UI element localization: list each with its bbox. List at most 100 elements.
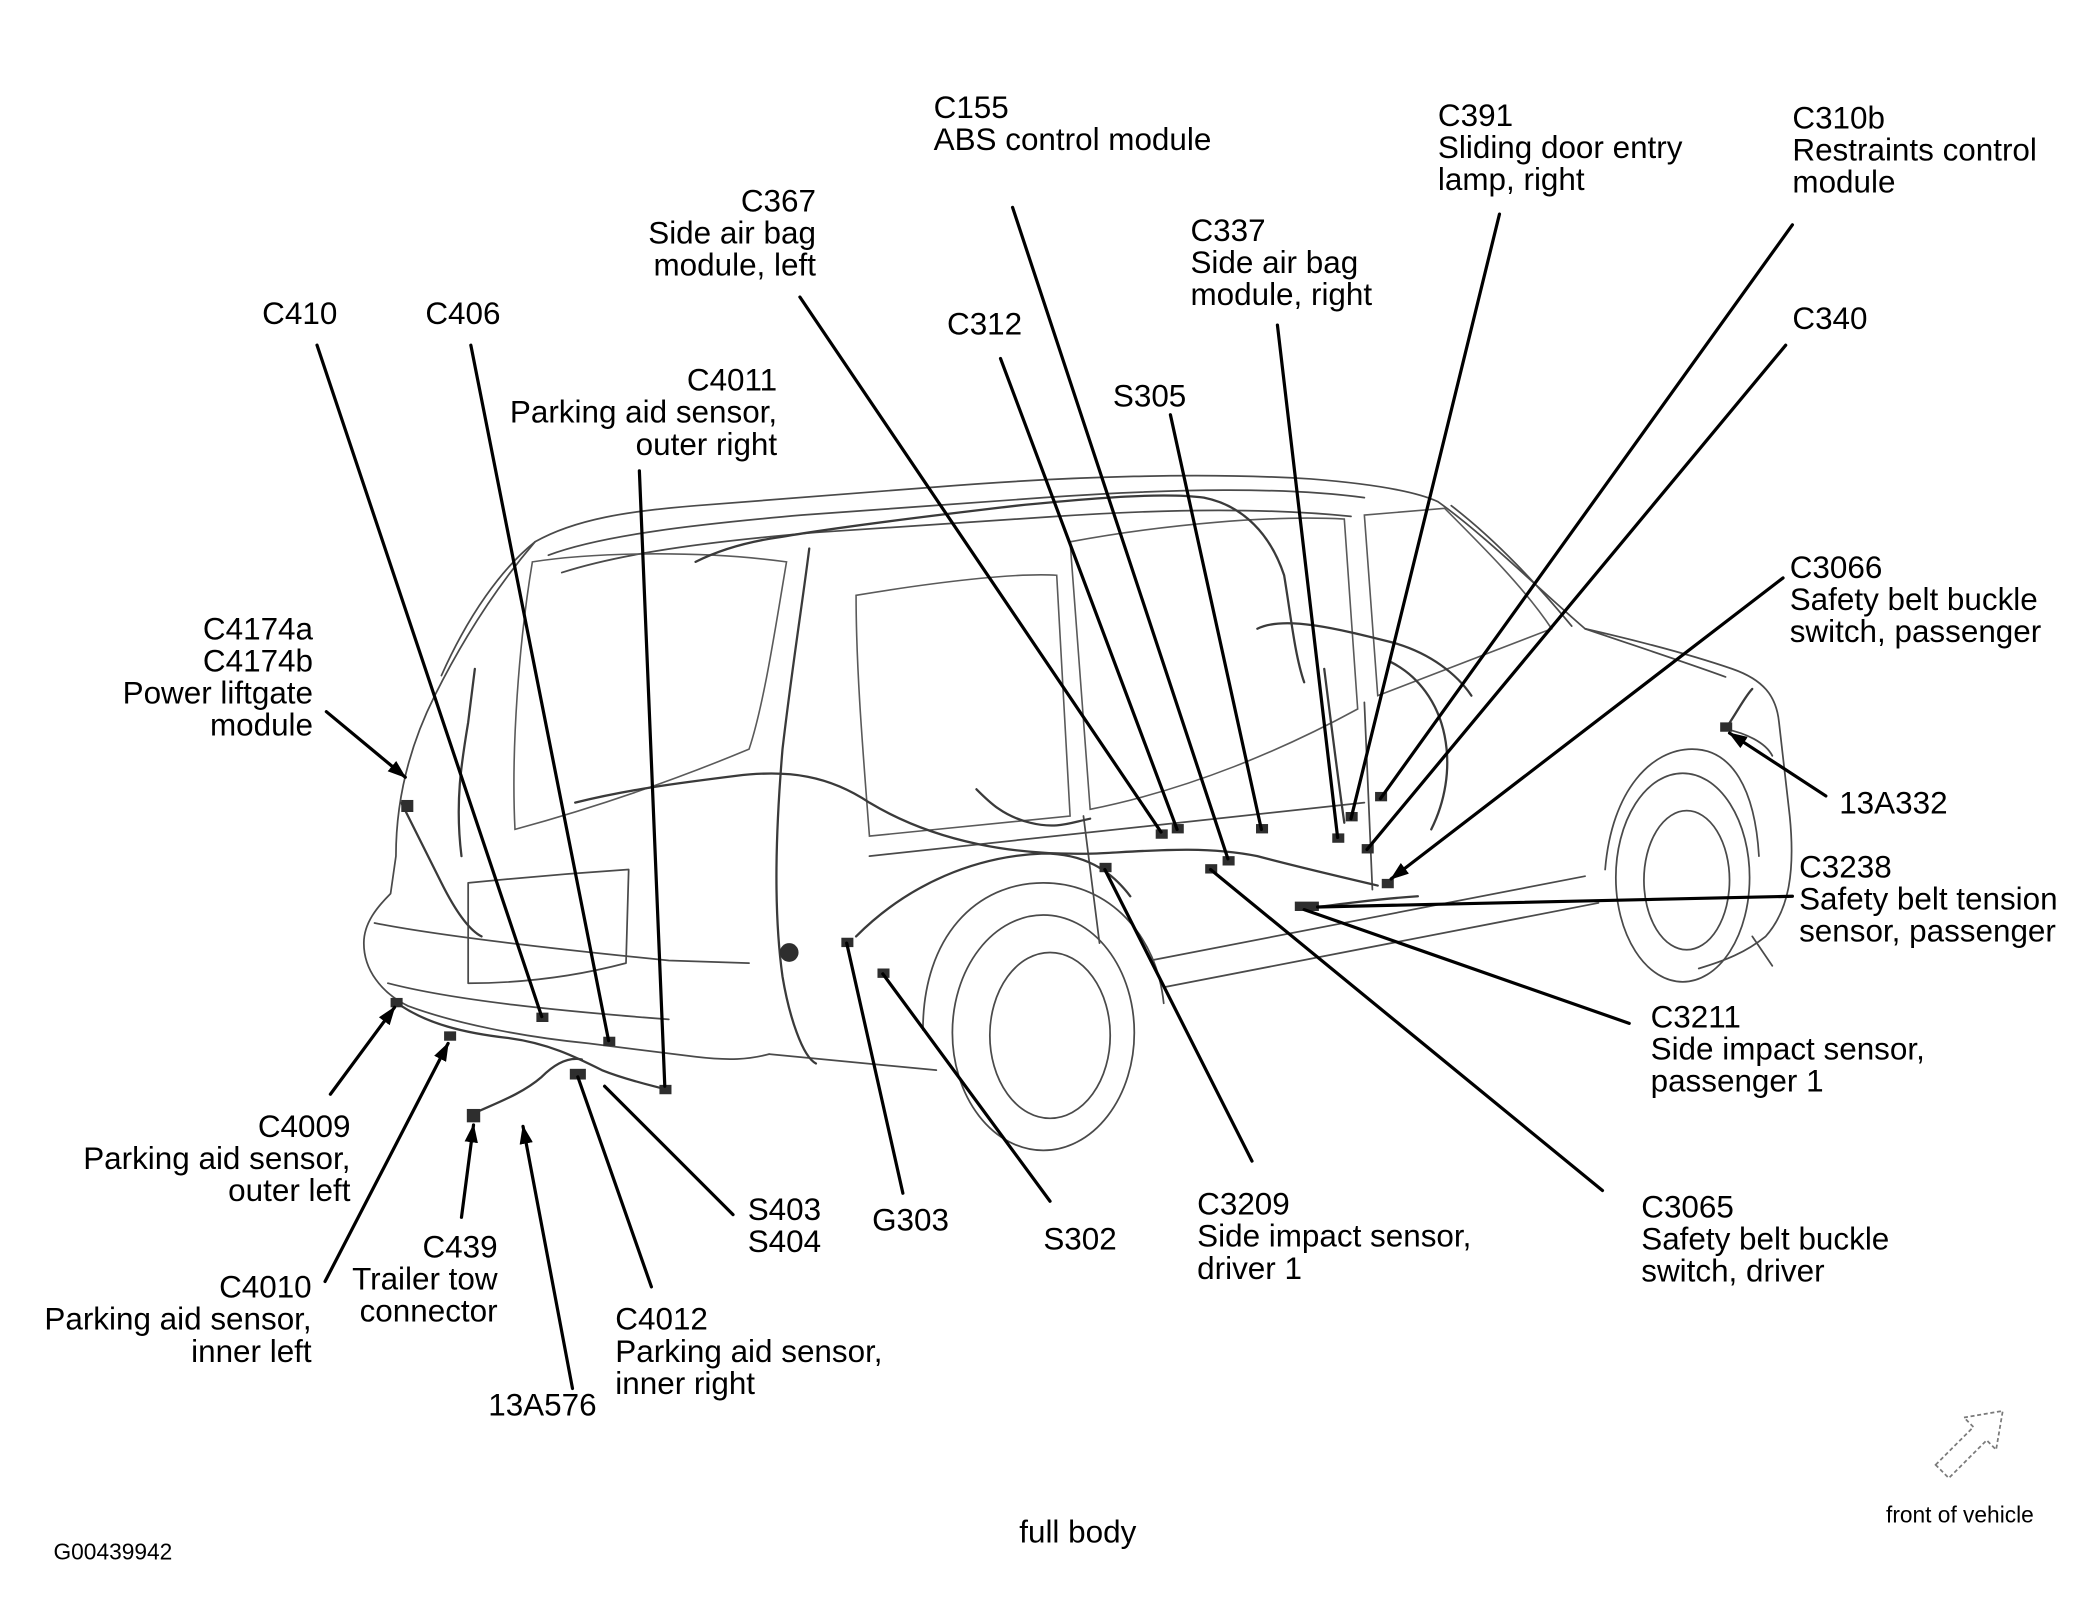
connector <box>1155 829 1168 839</box>
callout-c391-desc-2: lamp, right <box>1438 162 1585 197</box>
front-tire <box>1614 772 1751 983</box>
leader-line-c406 <box>469 343 611 1043</box>
roof-rail <box>547 489 1366 557</box>
callout-c4012: C4012 Parking aid sensor, inner right <box>576 1075 883 1401</box>
callout-c391-code: C391 <box>1438 98 1513 133</box>
callout-c4011-desc-1: Parking aid sensor, <box>510 395 777 430</box>
leader-line-s305 <box>1168 413 1263 831</box>
console-harness <box>1389 661 1449 831</box>
liftgate-harness-upper <box>457 667 476 858</box>
callout-c439-desc-2: connector <box>360 1294 498 1329</box>
windshield-edge <box>1450 504 1573 627</box>
callout-c367-desc-1: Side air bag <box>648 216 816 251</box>
front-indicator-label: front of vehicle <box>1886 1501 2034 1527</box>
callout-c4010-code: C4010 <box>219 1270 312 1305</box>
callout-13a576: 13A576 <box>488 1124 597 1422</box>
leader-line-c155 <box>1010 205 1230 861</box>
callout-c4012-desc-2: inner right <box>615 1366 755 1401</box>
callout-s404-code: S404 <box>748 1224 821 1259</box>
callout-c3066: C3066 Safety belt buckle switch, passeng… <box>1389 550 2041 881</box>
callout-13a332-code: 13A332 <box>1839 785 1947 820</box>
callout-c4174: C4174a C4174b Power liftgate module <box>123 611 407 779</box>
callout-c3209-desc-2: driver 1 <box>1197 1251 1302 1286</box>
connector <box>779 943 799 962</box>
callout-c3065-desc-2: switch, driver <box>1641 1254 1824 1289</box>
license-plate-recess <box>467 868 630 985</box>
quarter-window <box>855 573 1071 837</box>
connector <box>390 997 403 1008</box>
callout-c155-desc-1: ABS control module <box>934 122 1212 157</box>
callout-c312: C312 <box>947 306 1179 831</box>
callout-c4010-desc-1: Parking aid sensor, <box>44 1302 311 1337</box>
leader-line-c391 <box>1349 212 1502 821</box>
front-seat-harness <box>1256 622 1473 697</box>
callout-13a332: 13A332 <box>1727 731 1948 820</box>
callout-c4011-desc-2: outer right <box>636 427 778 462</box>
leader-line-c439 <box>459 1123 478 1219</box>
callout-c439-code: C439 <box>422 1229 497 1264</box>
callout-c4012-desc-1: Parking aid sensor, <box>615 1334 882 1369</box>
leader-line-c4012 <box>576 1075 654 1289</box>
front-wheel-rim <box>1643 809 1731 951</box>
leader-line-13a576 <box>519 1124 575 1391</box>
callout-s305: S305 <box>1113 379 1263 831</box>
callout-s302: S302 <box>881 972 1117 1256</box>
front-arrow-icon <box>1934 1409 2004 1480</box>
callout-13a576-code: 13A576 <box>488 1387 596 1422</box>
callout-s403-s404: S403 S404 <box>602 1084 821 1259</box>
wiring-harness <box>400 494 1754 1115</box>
liftgate-harness-lower <box>400 801 483 938</box>
callout-c3238-desc-2: sensor, passenger <box>1799 914 2056 949</box>
leader-line-g303 <box>845 941 905 1195</box>
connector <box>1294 901 1319 911</box>
connector <box>401 799 414 812</box>
vehicle-liftgate-outline <box>362 540 770 1060</box>
leader-line-c4011 <box>637 469 667 1088</box>
callout-c155: C155 ABS control module <box>934 90 1230 861</box>
callout-c410-code: C410 <box>262 296 337 331</box>
leader-line-c4009 <box>328 1005 397 1096</box>
leader-line-s302 <box>881 972 1052 1203</box>
callout-c4012-code: C4012 <box>615 1302 708 1337</box>
callout-s302-code: S302 <box>1043 1221 1116 1256</box>
callout-c4011-code: C4011 <box>687 363 777 398</box>
leader-line-s403-s404 <box>602 1084 735 1217</box>
rear-bumper-lower <box>387 982 670 1021</box>
callout-s403-code: S403 <box>748 1192 821 1227</box>
callout-c3238: C3238 Safety belt tension sensor, passen… <box>1315 850 2058 949</box>
callout-c337-desc-1: Side air bag <box>1190 245 1358 280</box>
callout-c4174-code-b: C4174b <box>203 644 313 679</box>
callout-g303-code: G303 <box>872 1203 949 1238</box>
callout-c310b-code: C310b <box>1792 100 1885 135</box>
connector <box>569 1068 586 1080</box>
callout-c367: C367 Side air bag module, left <box>648 183 1163 834</box>
callout-g303: G303 <box>845 941 949 1238</box>
leader-line-c312 <box>998 356 1179 831</box>
callout-c3211: C3211 Side impact sensor, passenger 1 <box>1302 908 1925 1099</box>
callout-c3238-code: C3238 <box>1799 850 1892 885</box>
callout-c367-code: C367 <box>741 183 816 218</box>
connector <box>466 1108 481 1123</box>
rear-lower-body <box>768 1053 938 1072</box>
callout-c4174-code-a: C4174a <box>203 611 314 646</box>
callout-c155-code: C155 <box>934 90 1009 125</box>
diagram-caption: full body <box>1019 1514 1136 1549</box>
callout-s305-code: S305 <box>1113 379 1186 414</box>
trailer-tow-harness <box>473 1057 583 1115</box>
callout-c312-code: C312 <box>947 306 1022 341</box>
callout-c3065-desc-1: Safety belt buckle <box>1641 1221 1889 1256</box>
vehicle-roof-and-front-outline <box>440 474 1793 970</box>
callout-c439: C439 Trailer tow connector <box>352 1123 498 1329</box>
rear-window <box>513 553 788 831</box>
leader-line-c4010 <box>323 1041 450 1284</box>
connector <box>1099 862 1112 873</box>
callout-c4010: C4010 Parking aid sensor, inner left <box>44 1041 450 1369</box>
callout-c4011: C4011 Parking aid sensor, outer right <box>510 363 778 1088</box>
connector <box>444 1031 457 1041</box>
sliding-door-track <box>868 801 1366 858</box>
callout-c439-desc-1: Trailer tow <box>352 1262 498 1297</box>
leader-line-c337 <box>1275 323 1340 840</box>
callout-c406-code: C406 <box>425 296 500 331</box>
callout-c3066-desc-1: Safety belt buckle <box>1790 582 2038 617</box>
